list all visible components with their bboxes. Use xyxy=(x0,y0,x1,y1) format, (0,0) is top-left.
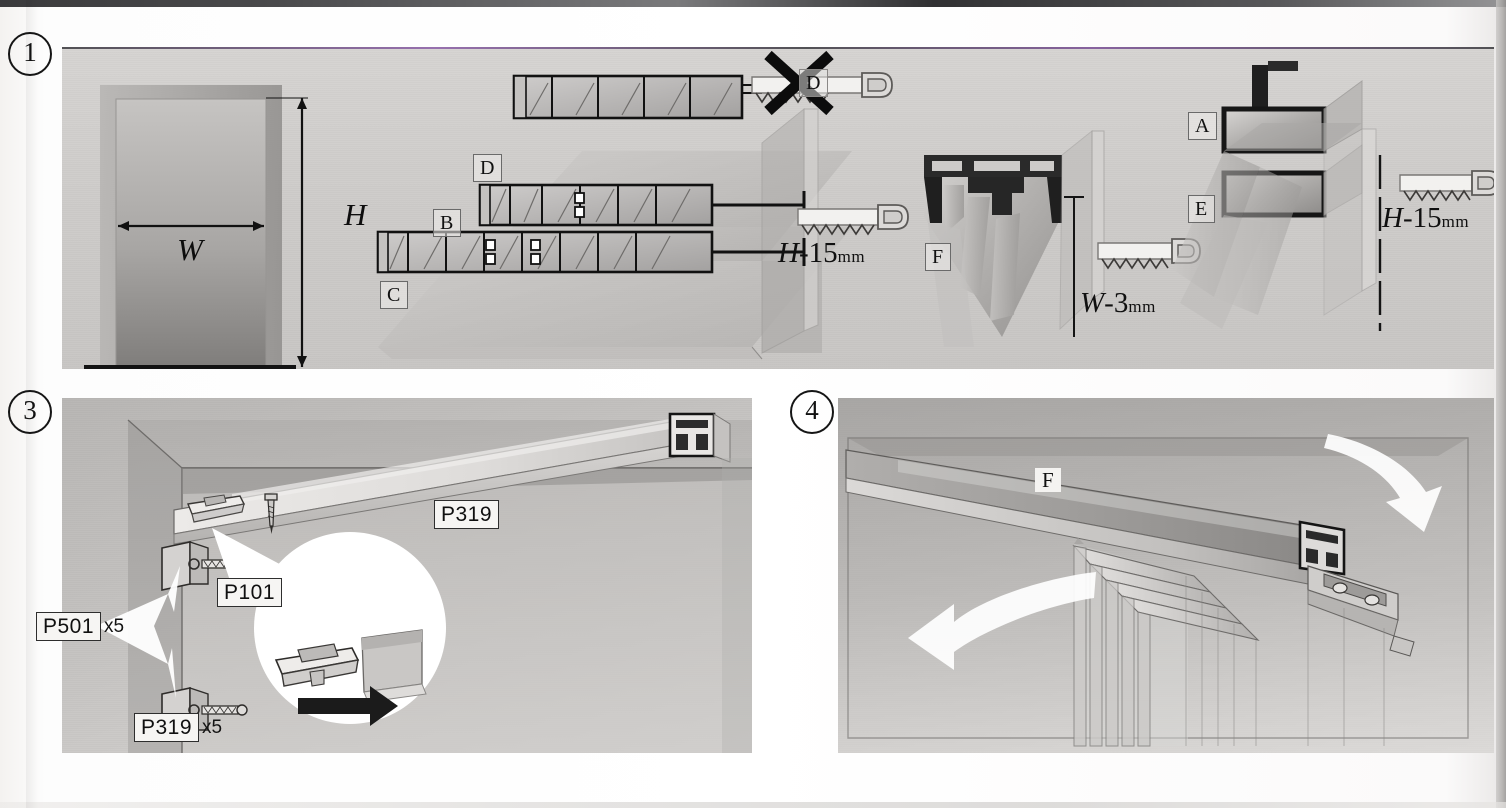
dim-value: 15 xyxy=(1412,202,1442,234)
step-4-panel: F xyxy=(838,398,1494,753)
part-label-d: D xyxy=(473,154,502,182)
section-b-profile xyxy=(478,183,806,227)
detail-callout-p101 xyxy=(212,528,446,726)
screw-icon-p319-single xyxy=(264,493,278,534)
section-d-profile xyxy=(512,74,762,120)
part-label-f: F xyxy=(925,243,951,271)
hardware-qty-p501: x5 xyxy=(104,615,125,637)
part-label-f-step4: F xyxy=(1035,468,1062,492)
dim-letter: H xyxy=(1382,202,1403,234)
hardware-p501: P501 x5 xyxy=(36,612,124,641)
step-number-3: 3 xyxy=(8,390,52,434)
slide-right-arrow-icon xyxy=(1324,434,1442,532)
hardware-qty-p319: x5 xyxy=(202,716,223,738)
dim-unit: mm xyxy=(837,247,866,266)
glide-clip-detail xyxy=(274,643,360,687)
saw-icon-h15-right xyxy=(1399,170,1494,202)
dimension-w-minus-3: W-3mm xyxy=(1080,287,1156,320)
hardware-p101: P101 xyxy=(217,578,283,607)
scan-right-edge xyxy=(1496,0,1506,808)
part-f-rail xyxy=(173,412,731,545)
step-1-panel: H W D B C F A E D H-15mm W-3mm H-15mm xyxy=(62,47,1494,369)
screw-icon-lower xyxy=(201,704,248,716)
dim-operator: - xyxy=(1104,287,1114,319)
dim-unit: mm xyxy=(1441,212,1470,231)
dim-letter: H xyxy=(778,237,799,269)
dim-operator: - xyxy=(1402,202,1413,234)
part-label-a: A xyxy=(1188,112,1217,140)
rail-end-profile-step4 xyxy=(1298,520,1346,576)
section-c-profile xyxy=(376,230,806,274)
rail-end-section xyxy=(668,412,731,463)
part-label-b: B xyxy=(433,209,461,237)
hardware-code-p319-single: P319 xyxy=(434,500,500,529)
dimension-h-minus-15-right: H-15mm xyxy=(1382,202,1469,235)
dim-operator: - xyxy=(798,237,809,269)
dimension-h-minus-15-left: H-15mm xyxy=(778,237,865,270)
insert-arrow-icon xyxy=(298,686,398,726)
glide-clip-inline xyxy=(187,494,246,523)
part-a-e-channel-profiles xyxy=(1172,61,1382,331)
panel-top-rule xyxy=(62,47,1494,49)
dimension-letter-w: W xyxy=(177,232,203,267)
step-3-panel: F xyxy=(62,398,752,753)
step-number-4: 4 xyxy=(790,390,834,434)
carriage-assembly xyxy=(1307,565,1415,657)
scan-top-edge xyxy=(0,0,1506,7)
step-1-illustration xyxy=(84,50,1494,369)
dim-letter: W xyxy=(1080,287,1105,319)
dim-unit: mm xyxy=(1128,297,1156,316)
hardware-code-p101: P101 xyxy=(217,578,283,607)
part-f-track-profile xyxy=(924,129,1105,347)
part-label-c: C xyxy=(380,281,408,309)
scan-bottom-edge xyxy=(0,802,1506,808)
saw-icon-h15-left xyxy=(797,204,909,236)
hardware-code-p501: P501 xyxy=(36,612,102,641)
step-number-1: 1 xyxy=(8,32,52,76)
hardware-code-p319: P319 xyxy=(134,713,200,742)
part-label-d-prohibited: D xyxy=(799,69,828,97)
dimension-letter-h: H xyxy=(344,197,367,232)
dim-value: 3 xyxy=(1113,287,1129,319)
hardware-p319-qty: P319 x5 xyxy=(134,713,222,742)
part-f-rail-step4 xyxy=(845,449,1415,657)
part-label-e: E xyxy=(1188,195,1215,223)
dim-value: 15 xyxy=(808,237,838,269)
door-opening-elevation xyxy=(84,85,308,369)
hardware-p319-single: P319 xyxy=(434,500,500,529)
step-3-illustration xyxy=(96,412,752,753)
slide-left-arrow-icon xyxy=(908,572,1096,670)
step-4-illustration xyxy=(838,398,1494,753)
